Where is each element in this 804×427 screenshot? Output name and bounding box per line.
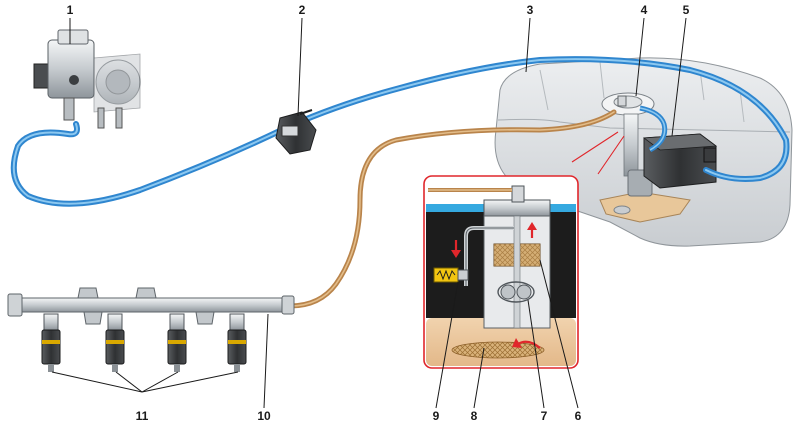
supply-line — [10, 56, 790, 207]
callout-labels: 1 2 3 4 5 6 7 8 9 10 11 — [67, 3, 690, 423]
canister-icon — [642, 133, 718, 189]
injector-3 — [167, 313, 187, 372]
inset-pointer — [571, 131, 625, 175]
callout-10: 10 — [257, 409, 271, 423]
leader-lines — [51, 17, 687, 409]
injector-4 — [227, 313, 247, 372]
injector-icon — [41, 313, 247, 372]
fuel-rail-icon — [7, 287, 295, 325]
pump-detail-inset — [423, 175, 579, 369]
fuel-pump-icon — [601, 92, 655, 197]
connector-icon — [275, 109, 317, 155]
injector-2 — [105, 313, 125, 372]
callout-11: 11 — [136, 409, 149, 423]
callout-4: 4 — [641, 3, 648, 17]
callout-3: 3 — [527, 3, 534, 17]
callout-8: 8 — [471, 409, 478, 423]
callout-1: 1 — [67, 3, 74, 17]
callout-6: 6 — [575, 409, 582, 423]
callout-9: 9 — [433, 409, 440, 423]
callout-7: 7 — [541, 409, 548, 423]
fuel-feed-line — [287, 109, 617, 309]
callout-2: 2 — [299, 3, 306, 17]
valve-icon — [33, 29, 141, 129]
injector-1 — [41, 313, 61, 372]
callout-5: 5 — [683, 3, 690, 17]
